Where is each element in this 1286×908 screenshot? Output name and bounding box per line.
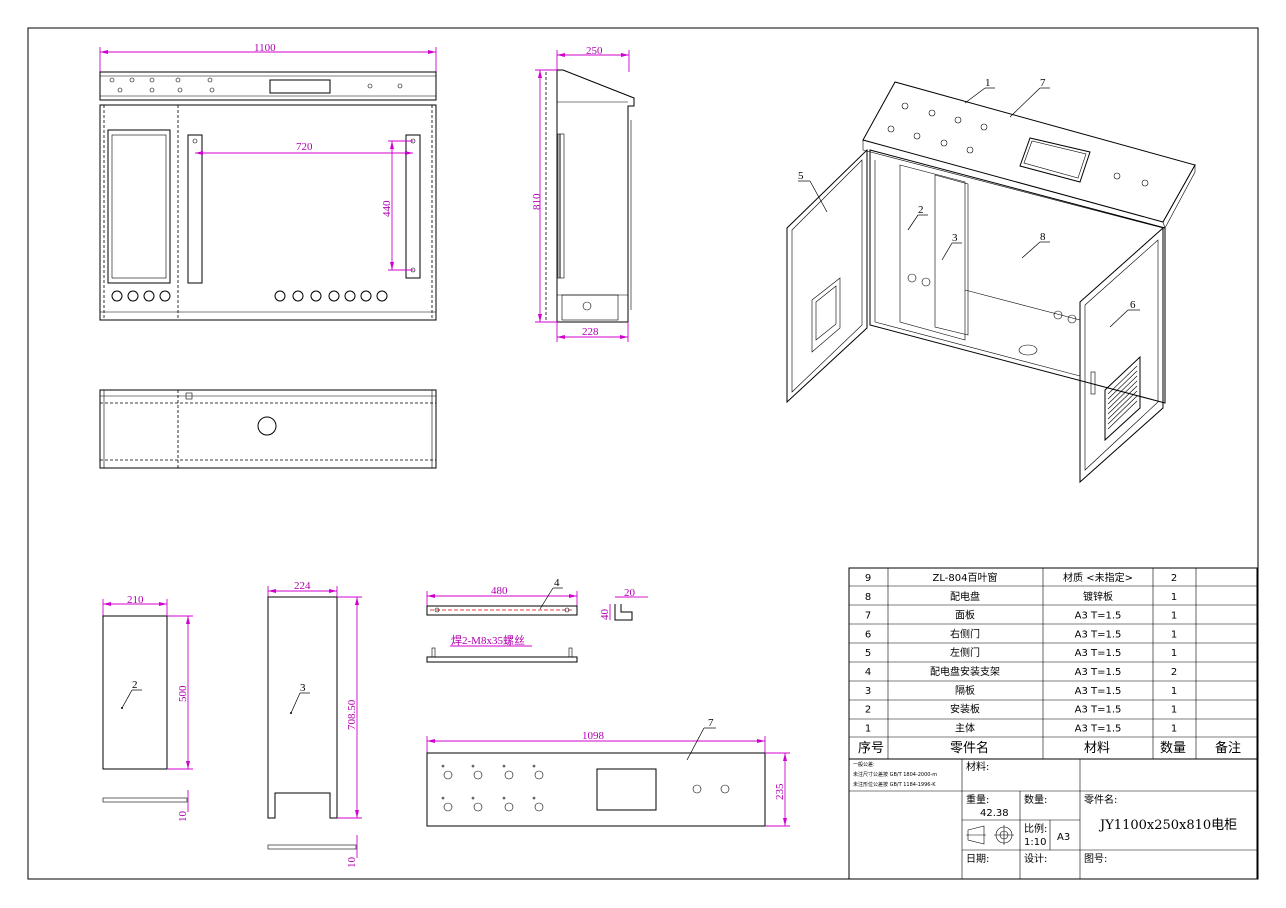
iso-label-8: 8 xyxy=(1040,231,1046,243)
tb-design-label: 设计: xyxy=(1024,852,1047,865)
bom-cell-no: 2 xyxy=(865,705,871,716)
dim-bracket-length: 480 xyxy=(491,585,508,597)
dim-side-bottom: 228 xyxy=(582,326,599,338)
bom-cell-qty: 1 xyxy=(1171,686,1177,697)
bom-cell-material: A3 T=1.5 xyxy=(1075,667,1122,678)
tb-drawing-no-label: 图号: xyxy=(1084,853,1107,865)
dim-hole-height: 440 xyxy=(381,200,393,217)
bom-cell-qty: 1 xyxy=(1171,705,1177,716)
bom-cell-qty: 2 xyxy=(1171,573,1177,584)
tb-weight-label: 重量: xyxy=(966,793,989,806)
bom-cell-name: 配电盘 xyxy=(950,590,980,603)
part-3-view: 224 708.50 3 10 xyxy=(267,580,362,869)
isometric-view: 1 7 5 2 3 8 6 xyxy=(786,77,1196,484)
bom-cell-qty: 1 xyxy=(1171,723,1177,734)
sheet-border xyxy=(27,27,1259,880)
bom-header-material: 材料 xyxy=(1084,741,1110,756)
bom-cell-no: 9 xyxy=(865,573,871,584)
bom-cell-no: 7 xyxy=(865,611,871,622)
bom-cell-qty: 1 xyxy=(1171,648,1177,659)
bom-header-qty: 数量 xyxy=(1160,741,1186,756)
bom-header-name: 零件名 xyxy=(950,740,989,756)
tb-tol1: 一般公差: xyxy=(853,761,875,768)
tb-scale-label: 比例: xyxy=(1024,822,1047,835)
iso-label-7: 7 xyxy=(1040,77,1046,89)
bom-header-no: 序号 xyxy=(858,741,884,756)
bom-cell-no: 4 xyxy=(865,667,871,678)
bom-cell-name: 配电盘安装支架 xyxy=(930,665,1000,678)
bom-cell-name: 右侧门 xyxy=(950,627,980,640)
tb-part-label: 零件名: xyxy=(1084,793,1117,806)
tb-sheet: A3 xyxy=(1057,832,1070,843)
bom-header-note: 备注 xyxy=(1215,740,1241,756)
bom-cell-name: 隔板 xyxy=(955,684,975,697)
bom-cell-material: A3 T=1.5 xyxy=(1075,705,1122,716)
tb-qty-label: 数量: xyxy=(1024,793,1047,806)
dim-part2-height: 500 xyxy=(177,685,189,702)
dim-side-top: 250 xyxy=(586,45,603,57)
tb-scale-value: 1:10 xyxy=(1024,837,1046,848)
iso-label-3: 3 xyxy=(952,232,958,244)
tb-date-label: 日期: xyxy=(966,853,989,865)
iso-label-2: 2 xyxy=(918,204,924,216)
bom-cell-no: 5 xyxy=(865,648,871,659)
dim-hole-spacing: 720 xyxy=(296,141,313,153)
bom-cell-material: A3 T=1.5 xyxy=(1075,648,1122,659)
part-7-view: 1098 7 235 xyxy=(426,717,790,827)
bom-table: 9 ZL-804百叶窗 材质 <未指定> 2 8 配电盘 镀锌板 1 7 面板 A3 T=1.5 1 6… xyxy=(848,567,1258,880)
part2-label: 2 xyxy=(132,679,138,691)
front-view: 1100 720 xyxy=(99,42,437,321)
dim-part2-width: 210 xyxy=(127,594,144,606)
title-block: 一般公差: 未注尺寸公差按 GB/T 1804-2000-m 未注形位公差按 G… xyxy=(849,759,1257,879)
tb-part-name: JY1100x250x810电柜 xyxy=(1098,818,1237,833)
dim-bracket-w: 20 xyxy=(624,587,636,599)
bom-cell-qty: 1 xyxy=(1171,592,1177,603)
iso-label-1: 1 xyxy=(985,77,991,89)
bom-cell-qty: 1 xyxy=(1171,629,1177,640)
dim-part2-thick: 10 xyxy=(177,811,189,823)
part7-label: 7 xyxy=(708,717,714,729)
bom-cell-qty: 1 xyxy=(1171,611,1177,622)
part4-label: 4 xyxy=(554,577,560,589)
bom-cell-material: A3 T=1.5 xyxy=(1075,629,1122,640)
bracket-note: 焊2-M8x35螺丝 xyxy=(451,633,525,647)
bom-cell-name: 安装板 xyxy=(950,703,980,716)
bom-cell-no: 3 xyxy=(865,686,871,697)
bom-cell-name: 面板 xyxy=(955,609,975,622)
bom-cell-material: A3 T=1.5 xyxy=(1075,611,1122,622)
tb-tol2: 未注尺寸公差按 GB/T 1804-2000-m xyxy=(853,771,937,778)
bom-cell-name: 左侧门 xyxy=(950,646,980,659)
bom-cell-name: ZL-804百叶窗 xyxy=(933,571,998,584)
tb-weight-value: 42.38 xyxy=(980,808,1009,819)
part-4-view: 480 4 焊2-M8x35螺丝 20 40 xyxy=(426,577,648,663)
bom-cell-no: 1 xyxy=(865,723,871,734)
bom-cell-material: 材质 <未指定> xyxy=(1063,571,1133,584)
bom-cell-no: 8 xyxy=(865,592,871,603)
part-2-view: 210 500 2 10 xyxy=(102,594,193,823)
dim-panel-length: 1098 xyxy=(582,730,605,742)
bom-cell-material: A3 T=1.5 xyxy=(1075,686,1122,697)
dim-panel-height: 235 xyxy=(774,783,786,800)
tb-tol3: 未注形位公差按 GB/T 1184-1996-K xyxy=(853,781,936,788)
dim-bracket-h: 40 xyxy=(599,609,611,621)
dim-front-width: 1100 xyxy=(254,42,276,54)
bom-cell-name: 主体 xyxy=(955,722,975,734)
bom-cell-qty: 2 xyxy=(1171,667,1177,678)
bom-cell-material: 镀锌板 xyxy=(1083,590,1113,603)
tb-material-label: 材料: xyxy=(966,760,989,773)
bom-cell-no: 6 xyxy=(865,629,871,640)
dim-part3-thick: 10 xyxy=(346,857,358,869)
iso-label-6: 6 xyxy=(1130,299,1136,311)
dim-part3-width: 224 xyxy=(294,580,311,592)
dim-side-height: 810 xyxy=(531,193,543,210)
iso-label-5: 5 xyxy=(798,170,804,182)
part3-label: 3 xyxy=(300,682,306,694)
bom-cell-material: A3 T=1.5 xyxy=(1075,723,1122,734)
projection-symbol-icon xyxy=(966,825,1014,845)
dim-part3-height: 708.50 xyxy=(346,699,358,730)
top-view xyxy=(99,389,437,469)
side-view: 250 810 228 xyxy=(531,45,635,342)
